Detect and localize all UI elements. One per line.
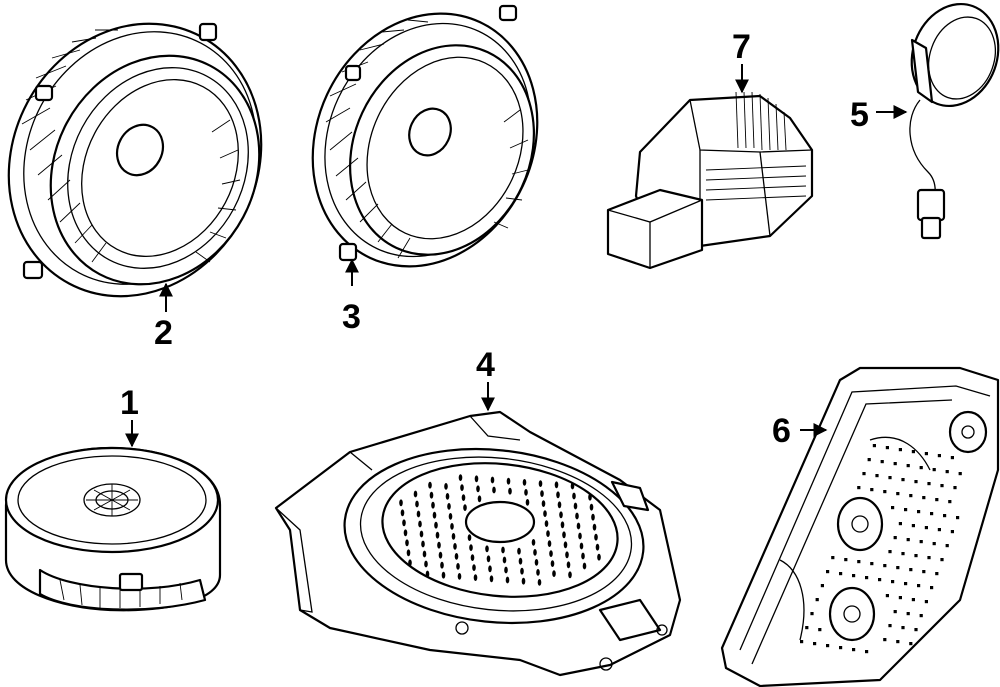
amplifier-panel[interactable]	[720, 366, 1000, 687]
amplifier-vent-pattern	[800, 444, 962, 654]
dash-speaker[interactable]	[4, 446, 222, 612]
callout-2: 2	[154, 314, 173, 352]
callout-7: 7	[732, 28, 751, 66]
tweeter[interactable]	[898, 0, 1000, 240]
amplifier-module[interactable]	[606, 91, 814, 270]
amplifier-knob-top	[948, 410, 988, 454]
amplifier-knob-bottom	[828, 586, 876, 642]
door-speaker-rear[interactable]	[272, 0, 578, 303]
subwoofer-grill	[399, 474, 601, 586]
door-speaker-front[interactable]	[0, 0, 308, 341]
callout-3: 3	[342, 298, 361, 336]
callout-1: 1	[120, 384, 139, 422]
subwoofer[interactable]	[274, 410, 682, 677]
callout-6: 6	[772, 412, 791, 450]
amplifier-knob-middle	[836, 496, 884, 552]
callout-4: 4	[476, 346, 495, 384]
callout-5: 5	[850, 96, 869, 134]
